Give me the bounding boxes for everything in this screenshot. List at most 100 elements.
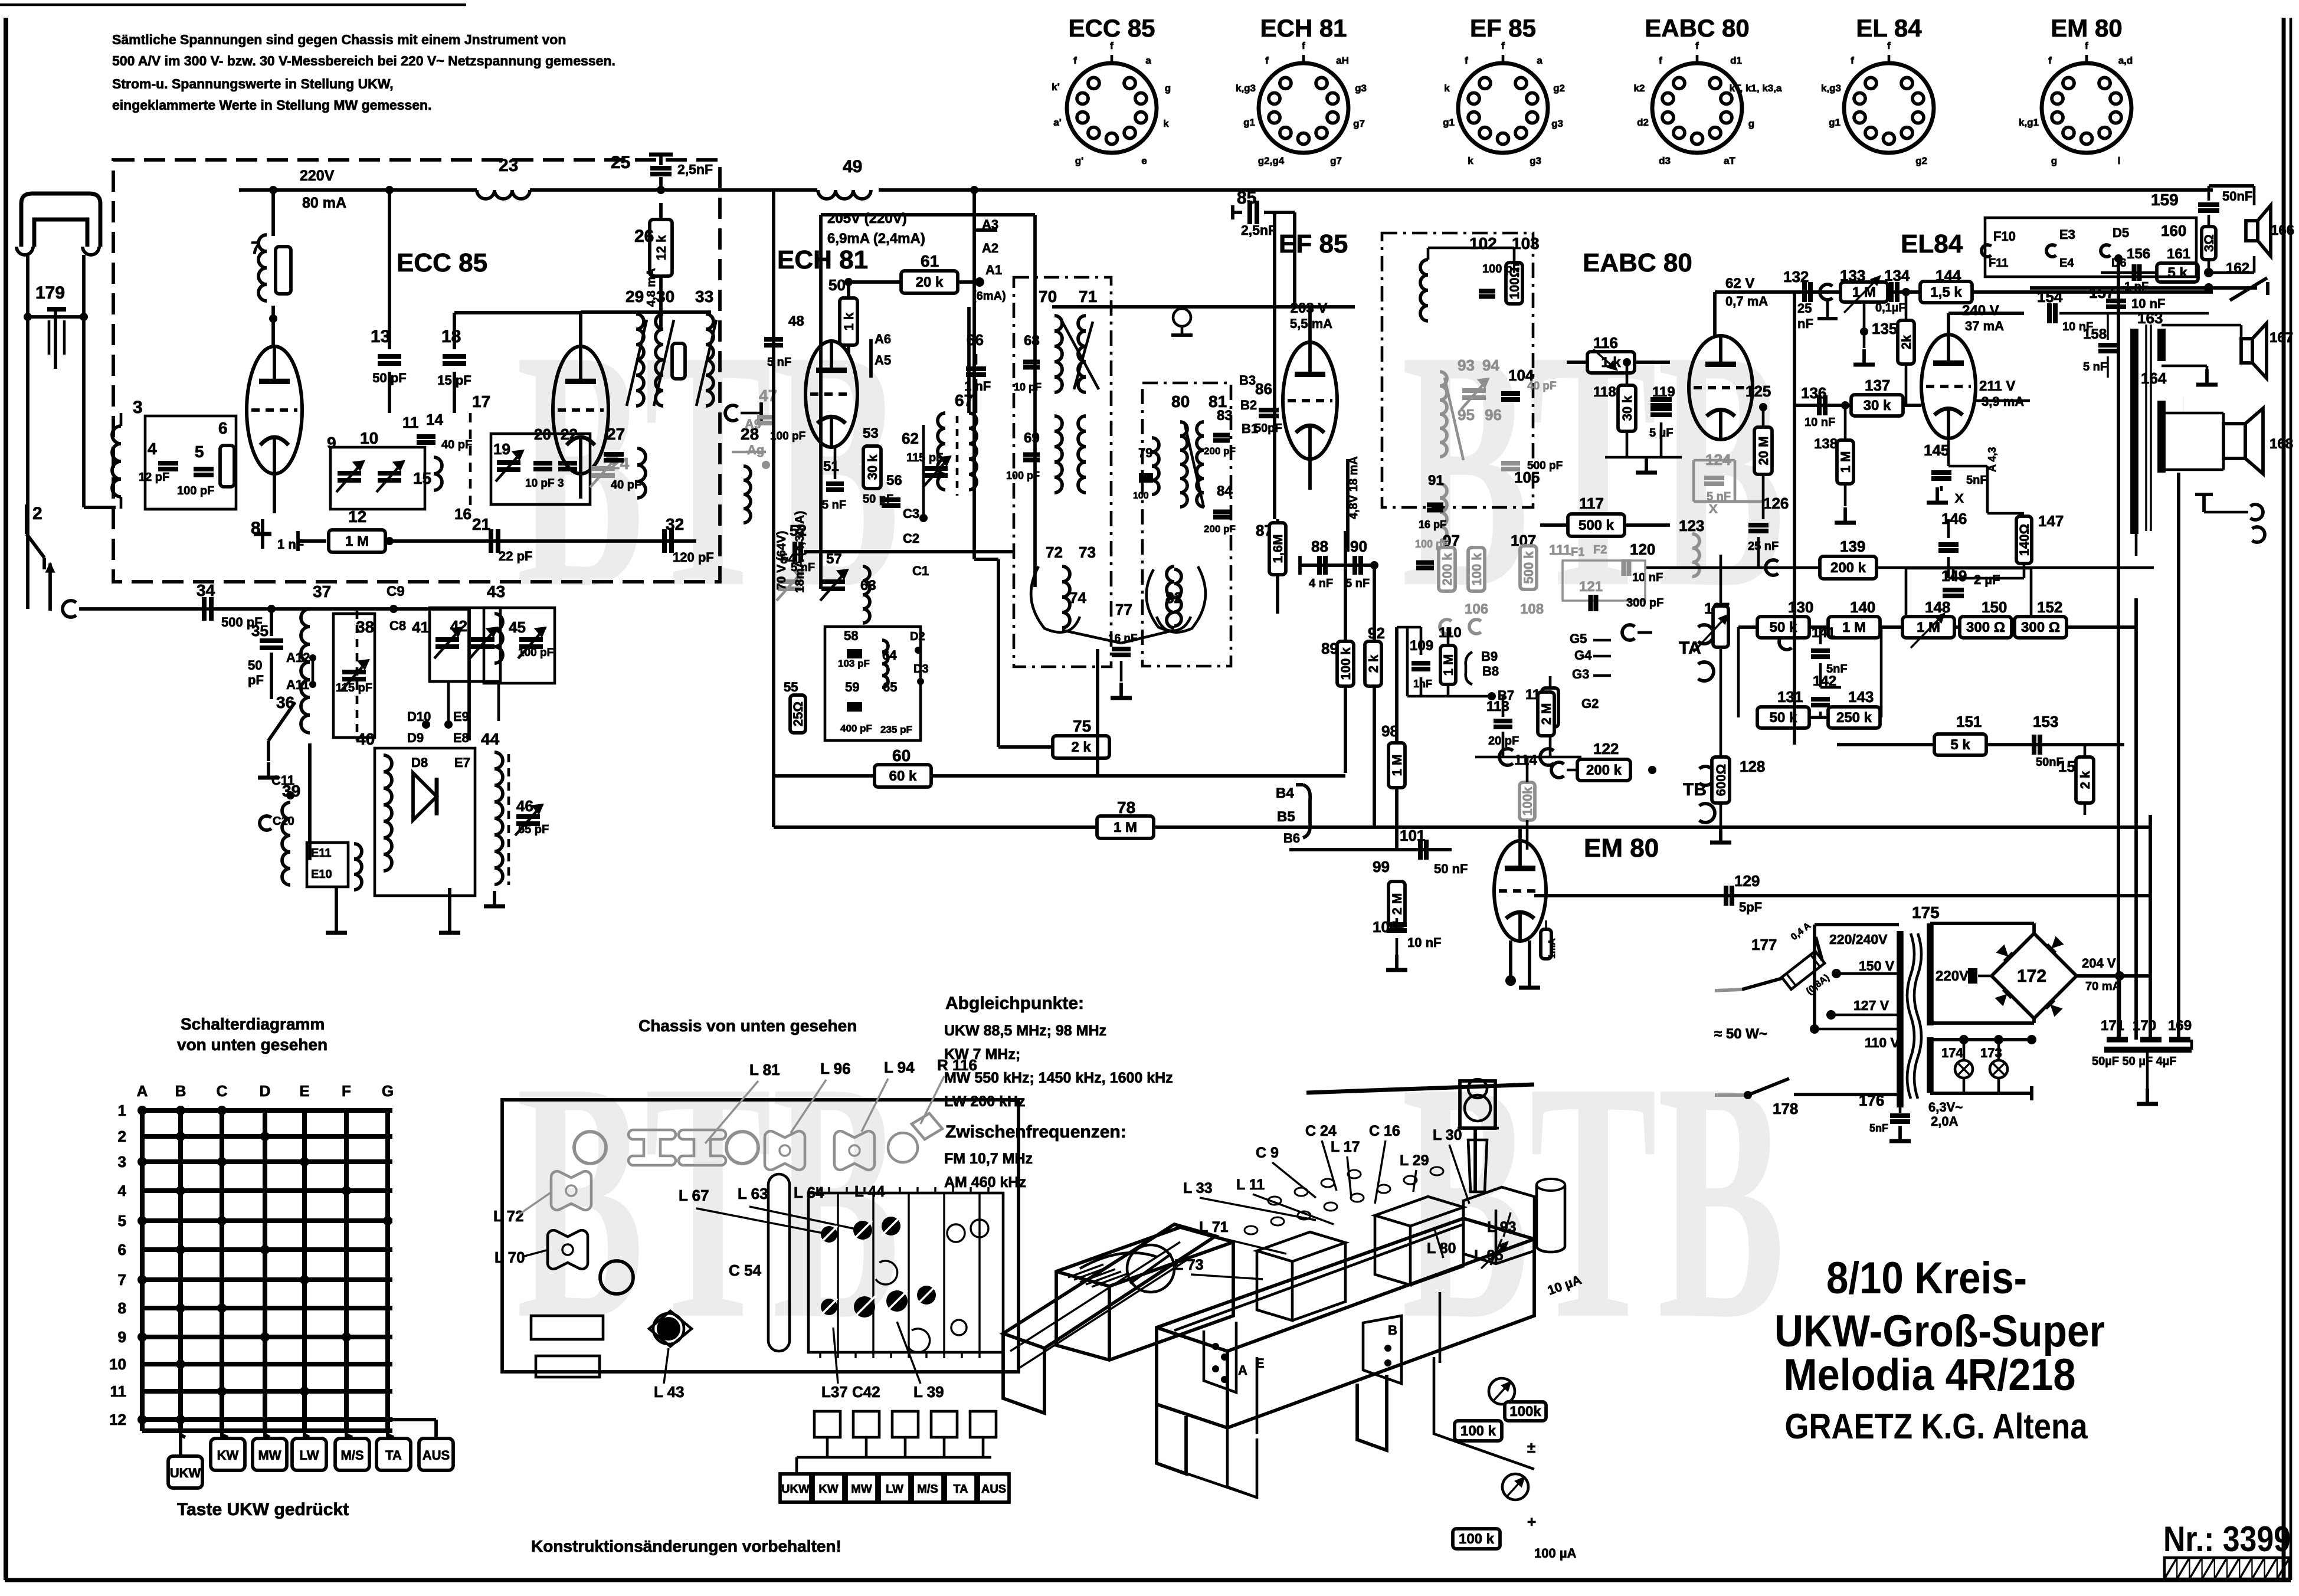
svg-text:80: 80 [1171, 392, 1190, 411]
svg-text:141: 141 [1812, 625, 1835, 641]
svg-text:235 pF: 235 pF [880, 724, 912, 735]
svg-text:A3: A3 [982, 217, 998, 232]
svg-text:G: G [382, 1082, 394, 1100]
svg-text:E3: E3 [2059, 227, 2075, 242]
svg-text:1 M: 1 M [1441, 654, 1456, 676]
svg-text:36: 36 [276, 693, 294, 712]
svg-text:1 M: 1 M [1842, 620, 1866, 635]
svg-text:37 mA: 37 mA [1965, 319, 2004, 333]
svg-text:20 k: 20 k [916, 274, 944, 290]
svg-text:60 k: 60 k [889, 768, 917, 784]
svg-text:AUS: AUS [981, 1483, 1006, 1496]
svg-text:177: 177 [1751, 936, 1777, 953]
svg-text:12: 12 [348, 507, 366, 526]
svg-text:C 54: C 54 [729, 1261, 761, 1279]
svg-text:UKW: UKW [170, 1466, 201, 1480]
svg-text:37: 37 [313, 582, 331, 601]
svg-text:G2: G2 [1581, 696, 1599, 711]
svg-text:B6: B6 [1283, 831, 1300, 845]
svg-text:40 pF: 40 pF [441, 438, 472, 451]
svg-text:300 Ω: 300 Ω [2021, 620, 2060, 635]
svg-text:2 µF: 2 µF [1974, 572, 2000, 587]
svg-text:UKW: UKW [781, 1483, 810, 1496]
svg-text:100k: 100k [1520, 786, 1535, 816]
svg-text:500 k: 500 k [1578, 517, 1614, 533]
svg-text:62: 62 [902, 430, 919, 447]
svg-text:UKW 88,5 MHz; 98 MHz: UKW 88,5 MHz; 98 MHz [944, 1023, 1106, 1039]
svg-text:k,g1: k,g1 [2019, 117, 2039, 128]
svg-text:E9: E9 [453, 709, 469, 724]
svg-text:1: 1 [118, 1102, 126, 1119]
svg-text:90: 90 [1350, 538, 1367, 555]
svg-text:Zwischenfrequenzen:: Zwischenfrequenzen: [945, 1122, 1126, 1142]
svg-text:g3: g3 [1530, 155, 1541, 166]
svg-text:41: 41 [412, 618, 429, 636]
svg-text:0,1µF: 0,1µF [1875, 301, 1906, 314]
svg-text:72: 72 [1046, 543, 1063, 561]
svg-text:24: 24 [611, 454, 630, 473]
svg-text:128: 128 [1740, 758, 1765, 775]
svg-text:5 k: 5 k [2167, 265, 2187, 281]
svg-text:L 30: L 30 [1433, 1127, 1462, 1143]
svg-text:G4: G4 [1574, 648, 1592, 663]
svg-text:79: 79 [1138, 445, 1152, 460]
svg-text:12 pF: 12 pF [139, 471, 169, 484]
svg-text:50 pF: 50 pF [372, 371, 406, 385]
svg-text:99: 99 [1373, 858, 1390, 876]
svg-text:30 k: 30 k [1864, 398, 1891, 414]
svg-text:168: 168 [2269, 436, 2293, 452]
svg-text:178: 178 [1773, 1100, 1798, 1117]
svg-text:C: C [217, 1082, 228, 1100]
svg-text:50pF: 50pF [1255, 422, 1282, 435]
svg-text:204 V: 204 V [2082, 956, 2116, 971]
svg-text:200 k: 200 k [1586, 762, 1622, 778]
svg-text:C9: C9 [387, 584, 405, 599]
svg-text:0,7 mA: 0,7 mA [1725, 294, 1768, 309]
svg-text:f: f [1887, 40, 1891, 51]
svg-text:68: 68 [1024, 333, 1040, 349]
svg-text:d1: d1 [1730, 55, 1742, 66]
svg-text:140: 140 [1850, 598, 1875, 616]
svg-text:10 nF: 10 nF [2062, 320, 2093, 333]
svg-text:300 pF: 300 pF [1626, 597, 1663, 609]
svg-text:EF 85: EF 85 [1470, 14, 1536, 42]
svg-text:100 µA: 100 µA [1534, 1546, 1576, 1561]
svg-text:100 pF: 100 pF [770, 430, 805, 443]
svg-text:A1: A1 [985, 263, 1002, 277]
svg-text:x: x [1954, 487, 1964, 507]
svg-text:170: 170 [2133, 1018, 2156, 1034]
svg-text:53: 53 [863, 425, 879, 441]
svg-text:100 k: 100 k [1460, 1423, 1496, 1439]
svg-text:2 k: 2 k [1071, 739, 1091, 755]
svg-text:74: 74 [1069, 589, 1086, 607]
svg-text:5 nF: 5 nF [2083, 361, 2107, 373]
svg-text:2 M: 2 M [1539, 703, 1554, 725]
svg-text:104: 104 [1508, 366, 1534, 384]
svg-text:500 A/V im 300 V- bzw. 30: 500 A/V im 300 V- bzw. 30 V-Messbereich … [112, 53, 615, 68]
svg-text:3: 3 [133, 398, 143, 417]
svg-text:1 M: 1 M [1390, 755, 1404, 776]
svg-text:k': k' [1052, 81, 1060, 93]
svg-text:E8: E8 [453, 730, 469, 745]
svg-text:138: 138 [1814, 436, 1838, 452]
svg-text:L37 C42: L37 C42 [821, 1383, 880, 1401]
svg-text:200 k: 200 k [1440, 553, 1455, 586]
svg-text:UKW-Groß-Super: UKW-Groß-Super [1774, 1306, 2105, 1356]
svg-text:LW: LW [300, 1448, 319, 1463]
svg-text:166: 166 [2271, 222, 2294, 238]
svg-text:B: B [175, 1082, 186, 1100]
svg-text:g7: g7 [1330, 155, 1342, 166]
svg-text:10 nF: 10 nF [1805, 416, 1835, 429]
svg-text:300 Ω: 300 Ω [1966, 620, 2005, 635]
svg-text:aT: aT [1724, 155, 1735, 166]
svg-text:D8: D8 [411, 755, 428, 770]
svg-text:78: 78 [1117, 798, 1135, 817]
svg-text:19: 19 [493, 440, 510, 458]
svg-text:5pF: 5pF [1739, 900, 1762, 915]
svg-text:LW 200 kHz: LW 200 kHz [944, 1093, 1026, 1110]
svg-text:100 pF: 100 pF [518, 647, 554, 659]
svg-text:E11: E11 [311, 847, 331, 860]
svg-text:G3: G3 [1572, 667, 1589, 681]
svg-text:L 73: L 73 [1174, 1257, 1204, 1273]
svg-text:L 93: L 93 [1487, 1219, 1517, 1235]
